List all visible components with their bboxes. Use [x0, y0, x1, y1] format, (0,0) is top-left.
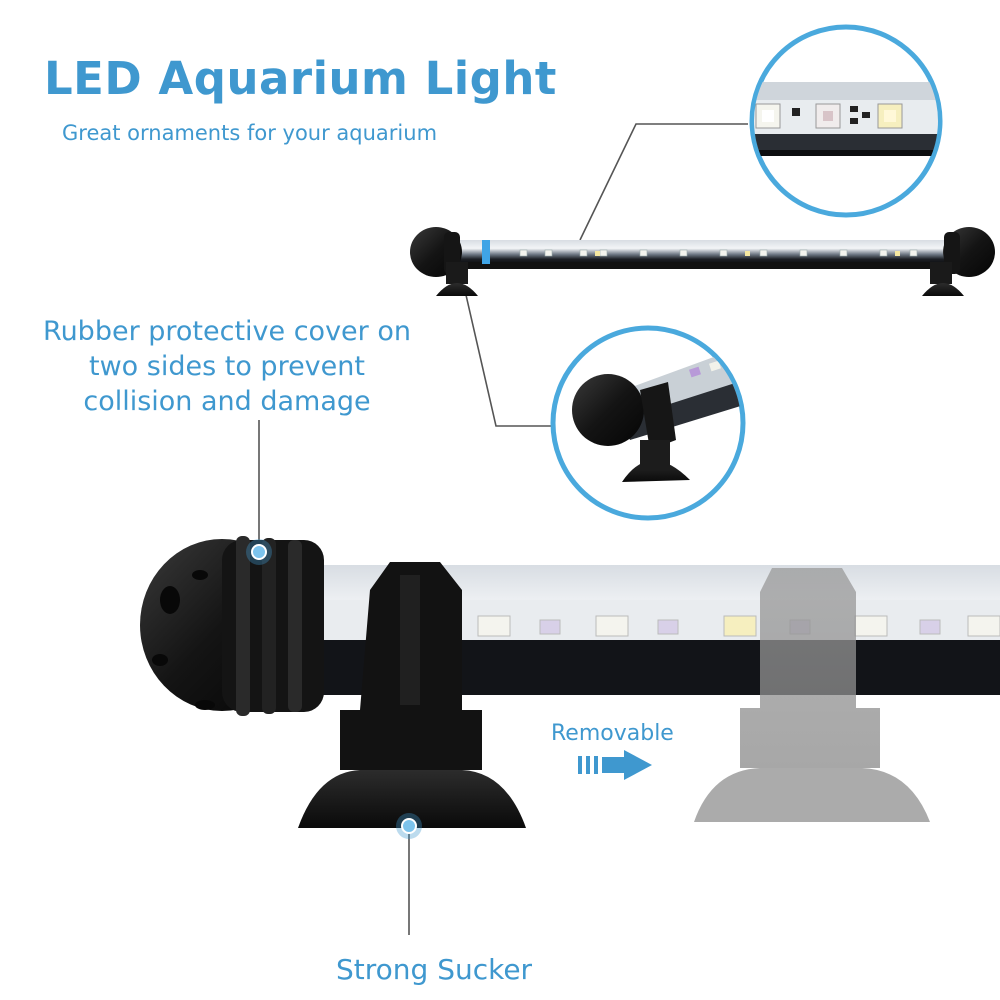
- zoom-circle-leds: [749, 24, 943, 218]
- removable-sucker-ghost: [694, 568, 930, 822]
- zoom-circle-endcap: [550, 325, 746, 521]
- full-light-bar: [410, 227, 995, 296]
- rubber-callout-line-3: collision and damage: [83, 386, 371, 417]
- removable-arrow: [578, 750, 652, 780]
- connector-top: [579, 123, 748, 241]
- rubber-callout-line-2: two sides to prevent: [89, 351, 365, 382]
- strong-sucker-label: Strong Sucker: [336, 953, 533, 986]
- rubber-end-cap: [140, 536, 324, 716]
- rubber-cover-callout: Rubber protective cover on two sides to …: [22, 314, 432, 419]
- removable-label: Removable: [551, 721, 674, 746]
- connector-middle: [465, 294, 556, 427]
- connector-lines: [258, 123, 748, 935]
- page-subtitle: Great ornaments for your aquarium: [62, 121, 438, 145]
- large-light-bar: [230, 565, 1000, 695]
- page-title: LED Aquarium Light: [44, 52, 557, 105]
- foreground-sucker: [298, 562, 526, 828]
- rubber-callout-line-1: Rubber protective cover on: [43, 316, 411, 347]
- callout-dots: [246, 539, 422, 839]
